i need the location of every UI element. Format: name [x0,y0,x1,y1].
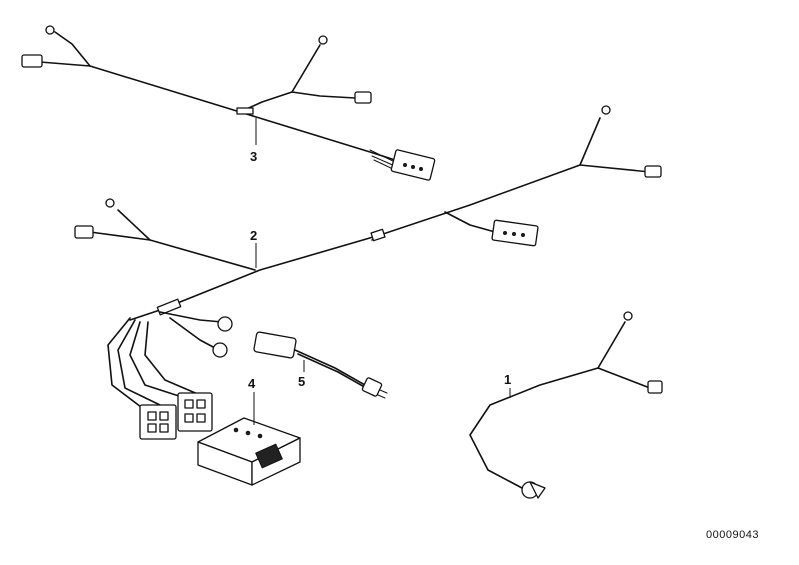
connector-block [177,392,213,432]
callout-1: 1 [504,372,511,387]
connector-block [139,404,177,440]
harness-2-sleeve [156,298,182,316]
wiring-harness-2 [74,105,662,440]
blade-connector [644,165,662,178]
blade-connector [74,225,94,239]
callout-4: 4 [248,376,256,391]
document-number: 00009043 [706,529,759,541]
blade-connector [647,380,663,394]
bulb-socket [217,316,233,332]
bulb-socket [212,342,228,358]
multi-pin-plug [491,219,539,247]
ring-terminal [318,35,328,45]
switch-rocker [255,443,283,469]
switch-4 [197,417,301,486]
two-pin-plug [361,377,383,397]
plug-housing [253,331,297,359]
harness-3-clip [236,107,254,115]
callout-3: 3 [250,149,257,164]
ring-terminal [601,105,611,115]
adapter-cable-5 [253,331,388,399]
wiring-harness-3 [21,25,436,181]
ring-terminal [105,198,115,208]
ring-terminal [45,25,55,35]
wiring-harness-1 [469,311,663,499]
ring-terminal [623,311,633,321]
multi-pin-plug [369,149,436,181]
harness-2-clip [370,228,386,242]
callout-5: 5 [298,374,305,389]
blade-connector [21,54,43,68]
callout-2: 2 [250,228,257,243]
blade-connector [354,91,372,104]
